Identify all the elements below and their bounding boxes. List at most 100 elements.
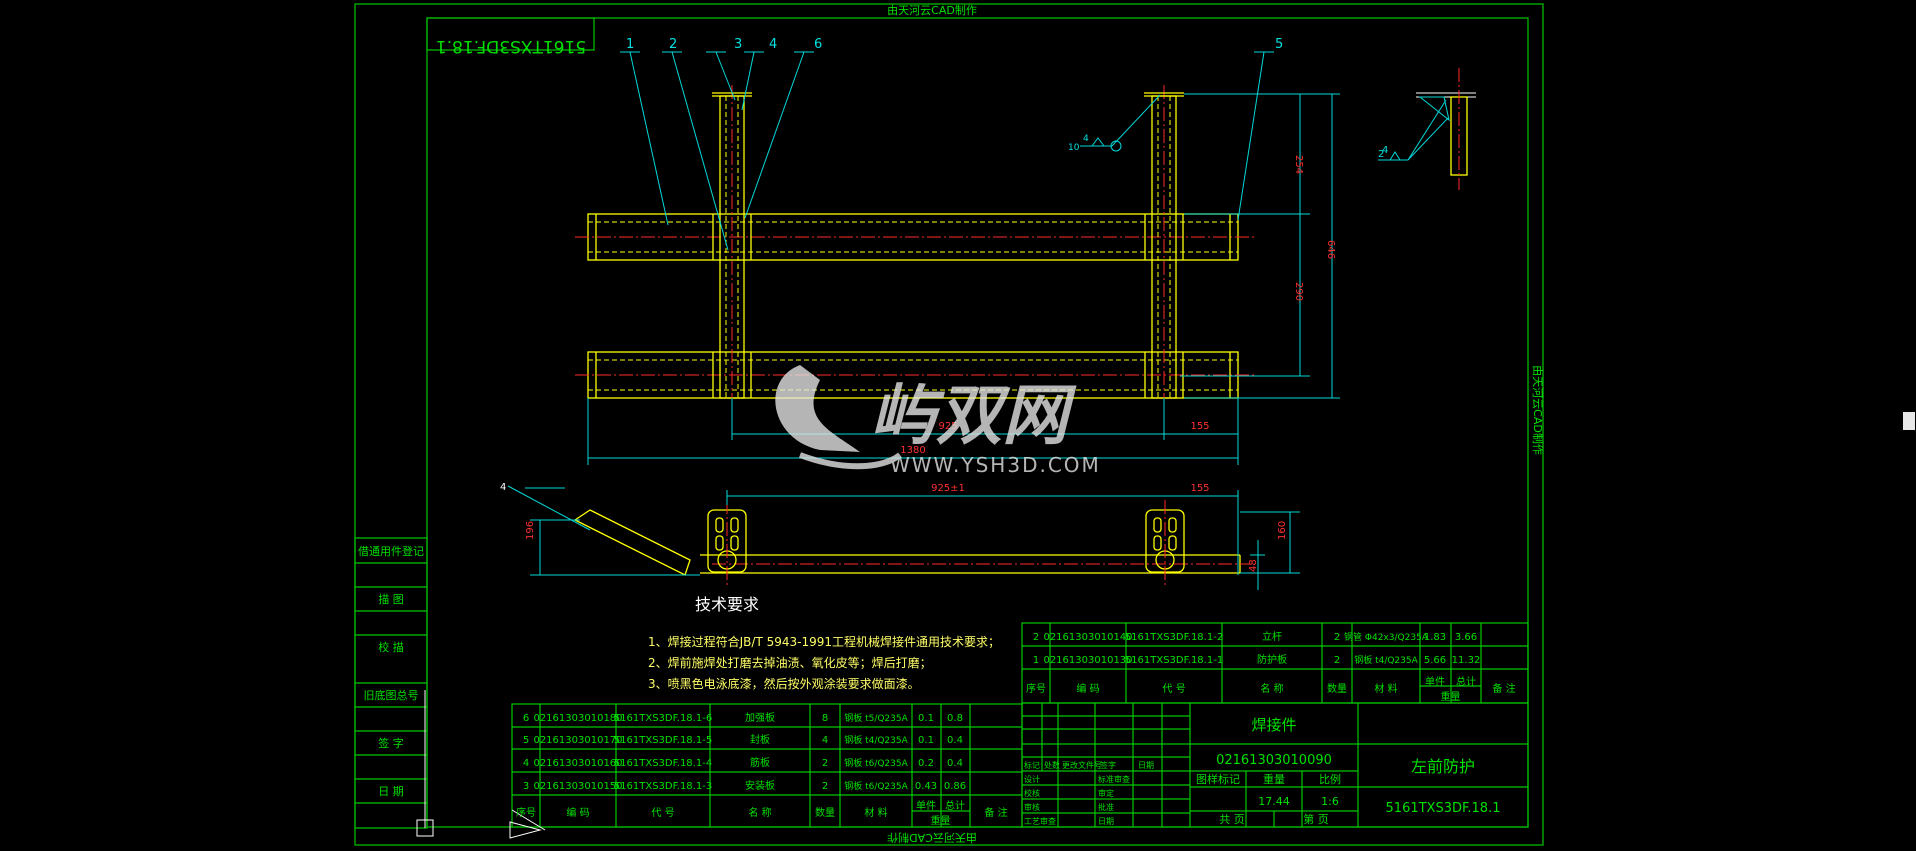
stamp-label-2: 校 描 <box>378 640 404 654</box>
dim-1380: 1380 <box>900 445 925 456</box>
sig-label-std-review: 标准审查 <box>1098 774 1130 784</box>
weld-right-size: 2 <box>1378 149 1384 160</box>
stamp-label-1: 描 图 <box>378 592 404 606</box>
title-block-grid <box>1021 702 1529 828</box>
bom-weight-label: 重量 <box>1441 690 1461 703</box>
dim-646: 646 <box>1325 240 1336 259</box>
dim-155-bottom: 155 <box>1190 483 1209 494</box>
bom-cell: 0.43 <box>915 781 937 792</box>
bom-header-cell: 编 码 <box>1076 682 1099 695</box>
watermark-brand: 屿双网 <box>870 377 1077 454</box>
bottom-credit: 由天河云CAD制作 <box>887 831 977 845</box>
bom-cell: 5161TXS3DF.18.1-5 <box>614 735 712 746</box>
drawing-code-text: 5161TXS3DF.18.1 <box>436 36 586 56</box>
bom-cell: 5161TXS3DF.18.1-3 <box>614 781 712 792</box>
balloon-4: 4 <box>769 37 777 52</box>
bom-cell: 钢板 t4/Q235A <box>1354 654 1418 666</box>
outer-frame <box>354 3 1544 846</box>
watermark: 屿双网 WWW.YSH3D.COM <box>775 365 1099 477</box>
bom-cell: 6 <box>523 713 529 724</box>
title-page-no: 第 页 <box>1303 812 1329 826</box>
view-arrow-icon <box>509 821 542 839</box>
bom-cell: 加强板 <box>745 711 775 724</box>
dim-290: 290 <box>1293 282 1304 301</box>
bom-cell: 钢板 t4/Q235A <box>844 734 908 746</box>
tech-req-title: 技术要求 <box>695 595 759 614</box>
bom-cell: 1.83 <box>1424 632 1446 643</box>
sig-label-count: 处数 <box>1044 760 1060 770</box>
balloon-2: 2 <box>669 37 677 52</box>
title-drawing-mark: 图样标记 <box>1196 772 1240 786</box>
bom-header-cell: 序号 <box>1026 682 1046 695</box>
bom-cell: 钢板 t6/Q235A <box>844 780 908 792</box>
title-drawing-no: 5161TXS3DF.18.1 <box>1386 801 1501 816</box>
bom-cell: 安装板 <box>745 779 775 792</box>
bom-cell: 0.1 <box>918 735 934 746</box>
bom-cell: 02161303010140 <box>1043 632 1132 643</box>
title-scale-value: 1:6 <box>1321 795 1339 808</box>
tech-req-line-3: 3、喷黑色电泳底漆，然后按外观涂装要求做面漆。 <box>648 676 920 691</box>
bom-cell: 02161303010150 <box>533 781 622 792</box>
bom-cell: 5.66 <box>1424 655 1446 666</box>
bom-cell: 0.2 <box>918 758 934 769</box>
bom-cell: 5161TXS3DF.18.1-2 <box>1125 632 1223 643</box>
weld-left-size: 4 <box>500 482 506 493</box>
scrollbar-thumb[interactable] <box>1903 412 1915 430</box>
bom-header-cell: 名 称 <box>748 806 771 819</box>
bom-header-cell: 总计 <box>1456 675 1476 688</box>
bom-header-cell: 材 料 <box>864 806 887 819</box>
bom-header-cell: 备 注 <box>984 806 1007 819</box>
bom-cell: 5161TXS3DF.18.1-6 <box>614 713 712 724</box>
bom-header-cell: 单件 <box>916 800 936 812</box>
bottom-view <box>507 485 1300 590</box>
weld-top-length: 10 <box>1068 143 1080 153</box>
bom-cell: 0.8 <box>947 713 963 724</box>
sig-label-date2: 日期 <box>1098 817 1114 826</box>
bom-cell: 2 <box>1334 632 1340 643</box>
tech-req-line-2: 2、焊前施焊处打磨去掉油渍、氧化皮等；焊后打磨； <box>648 655 932 670</box>
bom-cell: 2 <box>1033 632 1039 643</box>
weld-symbol-top <box>1080 94 1161 152</box>
bom-cell: 封板 <box>750 733 770 746</box>
bom-cell: 0.4 <box>947 758 963 769</box>
bom-cell: 3.66 <box>1455 632 1477 643</box>
bom-cell: 0.4 <box>947 735 963 746</box>
sig-label-check: 校核 <box>1024 788 1040 798</box>
tech-req-line-1: 1、焊接过程符合JB/T 5943-1991工程机械焊接件通用技术要求； <box>648 634 1000 649</box>
drawing-code-box <box>426 17 595 51</box>
balloon-6: 6 <box>814 37 822 52</box>
bom-cell: 5 <box>523 735 529 746</box>
dim-160: 160 <box>1277 521 1288 540</box>
bom-cell: 02161303010180 <box>533 713 622 724</box>
weld-top-size: 4 <box>1083 134 1089 144</box>
side-credit: 由天河云CAD制作 <box>1531 365 1545 455</box>
balloon-1: 1 <box>626 37 634 52</box>
stamp-label-5: 日 期 <box>378 785 404 798</box>
bom-cell: 立杆 <box>1262 630 1282 643</box>
sig-label-audit: 审核 <box>1024 802 1040 812</box>
dim-254: 254 <box>1293 155 1304 174</box>
bom-cell: 11.32 <box>1452 655 1481 666</box>
title-scale-label: 比例 <box>1319 772 1341 786</box>
bom-header-cell: 总计 <box>945 799 965 812</box>
sig-label-approve-def: 审定 <box>1098 788 1114 798</box>
bom-cell: 4 <box>523 758 529 769</box>
bom-header-cell: 代 号 <box>651 807 674 819</box>
bom-header-cell: 名 称 <box>1260 682 1283 695</box>
bom-cell: 防护板 <box>1257 653 1287 666</box>
balloon-5: 5 <box>1275 37 1283 52</box>
bom-cell: 钢板 t6/Q235A <box>844 757 908 769</box>
balloon-3: 3 <box>734 37 742 52</box>
vertical-scrollbar[interactable] <box>1902 0 1916 847</box>
dim-48: 48 <box>1248 559 1259 572</box>
title-total-pages: 共 页 <box>1219 813 1245 826</box>
bom-cell: 8 <box>822 713 828 724</box>
sig-label-design: 设计 <box>1024 774 1040 784</box>
sig-label-approve: 批准 <box>1098 802 1114 812</box>
stamp-label-3: 旧底图总号 <box>364 688 419 702</box>
top-credit: 由天河云CAD制作 <box>887 3 977 17</box>
stamp-label-0: 借通用件登记 <box>358 544 424 558</box>
